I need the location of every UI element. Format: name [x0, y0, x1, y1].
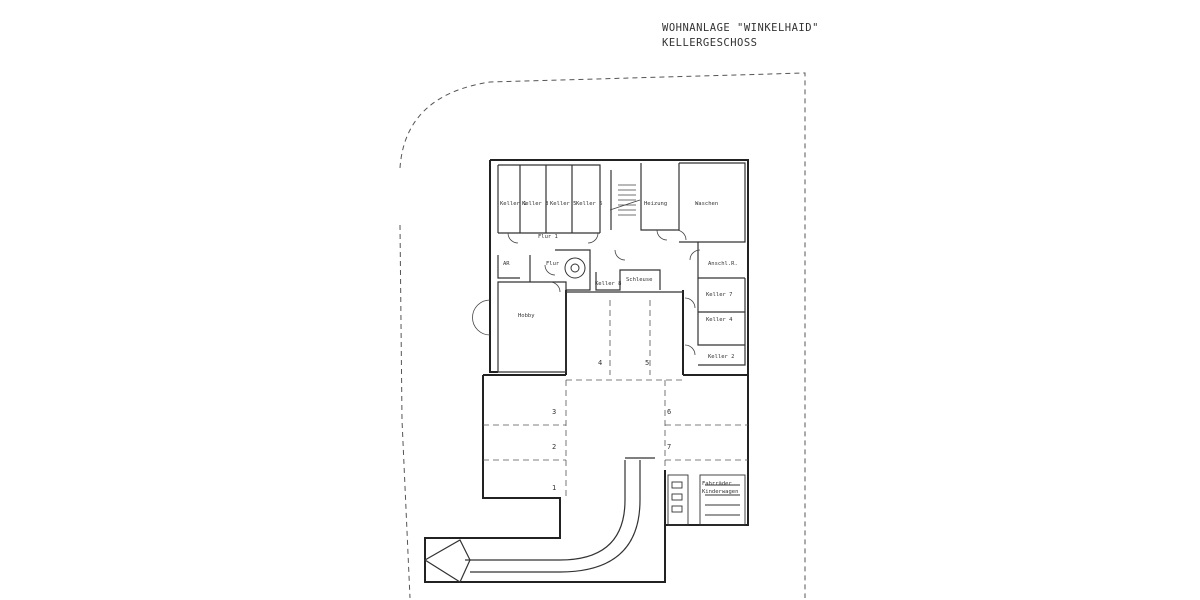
label-kinderwagen: Kinderwagen — [702, 489, 738, 495]
label-flur: Flur — [546, 261, 560, 267]
spiral-stair-icon — [564, 257, 586, 279]
label-keller6: Keller 6 — [576, 201, 603, 207]
bike-area — [667, 474, 746, 526]
label-waschen: Waschen — [695, 201, 718, 207]
label-flur1: Flur 1 — [538, 234, 558, 240]
plan-subtitle: KELLERGESCHOSS — [662, 37, 758, 49]
label-keller2: Keller 2 — [708, 354, 735, 360]
label-ar: AR — [503, 261, 510, 267]
label-hobby: Hobby — [518, 313, 535, 319]
label-anschlr: Anschl.R. — [708, 261, 738, 267]
parking-numbers: 1 2 3 4 5 6 7 — [552, 359, 671, 492]
parking-number: 7 — [667, 443, 671, 451]
parking-number: 3 — [552, 408, 556, 416]
label-keller8: Keller 8 — [595, 281, 622, 287]
stairs — [609, 184, 641, 216]
parking-number: 4 — [598, 359, 602, 367]
label-schleuse: Schleuse — [626, 277, 653, 283]
room-labels: Keller 1 Keller 3 Keller 5 Keller 6 Heiz… — [500, 201, 738, 495]
interior-walls — [497, 162, 746, 373]
building-walls — [424, 159, 749, 583]
doors — [472, 229, 701, 356]
label-keller3: Keller 3 — [522, 201, 549, 207]
plan-title: WOHNANLAGE "WINKELHAID" — [662, 22, 819, 34]
label-keller1: Keller 1 — [500, 201, 527, 207]
parking-number: 6 — [667, 408, 671, 416]
property-boundary — [399, 72, 806, 599]
label-fahrrad: Fahrräder — [702, 481, 732, 487]
parking-number: 5 — [645, 359, 649, 367]
label-keller4: Keller 4 — [706, 317, 733, 323]
ramp — [423, 457, 655, 583]
label-keller5: Keller 5 — [550, 201, 577, 207]
label-keller7: Keller 7 — [706, 292, 733, 298]
parking-number: 2 — [552, 443, 556, 451]
parking-dividers — [483, 300, 748, 498]
label-heizung: Heizung — [644, 201, 667, 207]
parking-number: 1 — [552, 484, 556, 492]
